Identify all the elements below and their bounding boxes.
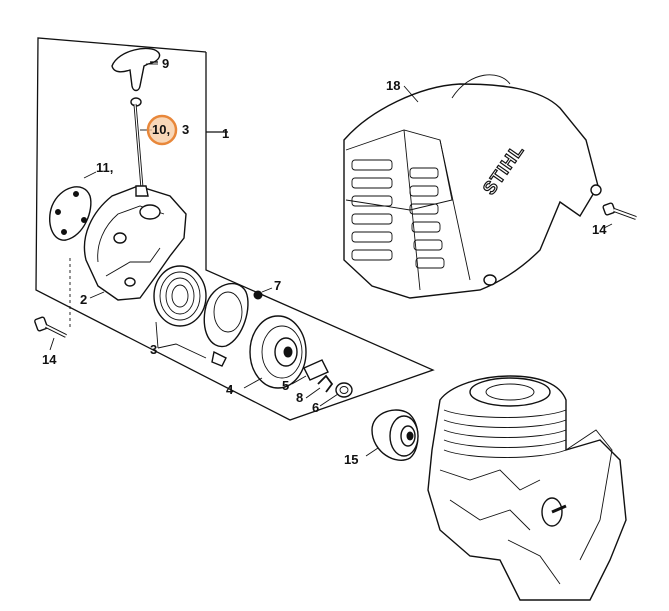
leader-lines [49,63,613,457]
starter-housing[interactable] [83,185,187,301]
label-10: 10, [152,122,170,137]
starter-grip[interactable] [111,47,161,107]
spring-screw[interactable] [253,290,263,300]
assembly-frame [35,37,435,421]
highlight-marker [146,114,178,146]
label-3-top: 3 [182,122,189,137]
label-6: 6 [312,400,319,415]
rewind-spring[interactable] [153,265,207,327]
fan-housing[interactable]: STIHL [343,74,602,299]
label-14-left: 14 [42,352,57,367]
fan-housing-bolt[interactable] [602,202,637,220]
housing-bolt[interactable] [34,316,67,338]
engine-block [427,375,627,601]
label-8: 8 [296,390,303,405]
washer[interactable] [335,382,353,398]
part-labels: 1 2 3 3 4 5 6 7 8 9 10, 11, 14 14 15 18 [42,56,607,467]
label-9: 9 [162,56,169,71]
label-11: 11, [96,160,113,175]
cylinder-fins [443,409,567,458]
label-3-bottom: 3 [150,342,157,357]
pawl[interactable] [303,359,329,381]
spring-clip[interactable] [317,374,334,393]
cooling-grille [351,159,445,269]
label-5: 5 [282,378,289,393]
rope-rotor[interactable] [249,315,307,389]
spring-cover[interactable] [203,282,249,367]
label-18: 18 [386,78,400,93]
label-1: 1 [222,126,229,141]
starter-cup[interactable] [371,409,419,461]
label-4: 4 [226,382,234,397]
label-14-right: 14 [592,222,607,237]
label-15: 15 [344,452,358,467]
label-2: 2 [80,292,87,307]
label-7: 7 [274,278,281,293]
starter-rope[interactable] [133,103,144,189]
washer-plate[interactable] [48,186,92,241]
